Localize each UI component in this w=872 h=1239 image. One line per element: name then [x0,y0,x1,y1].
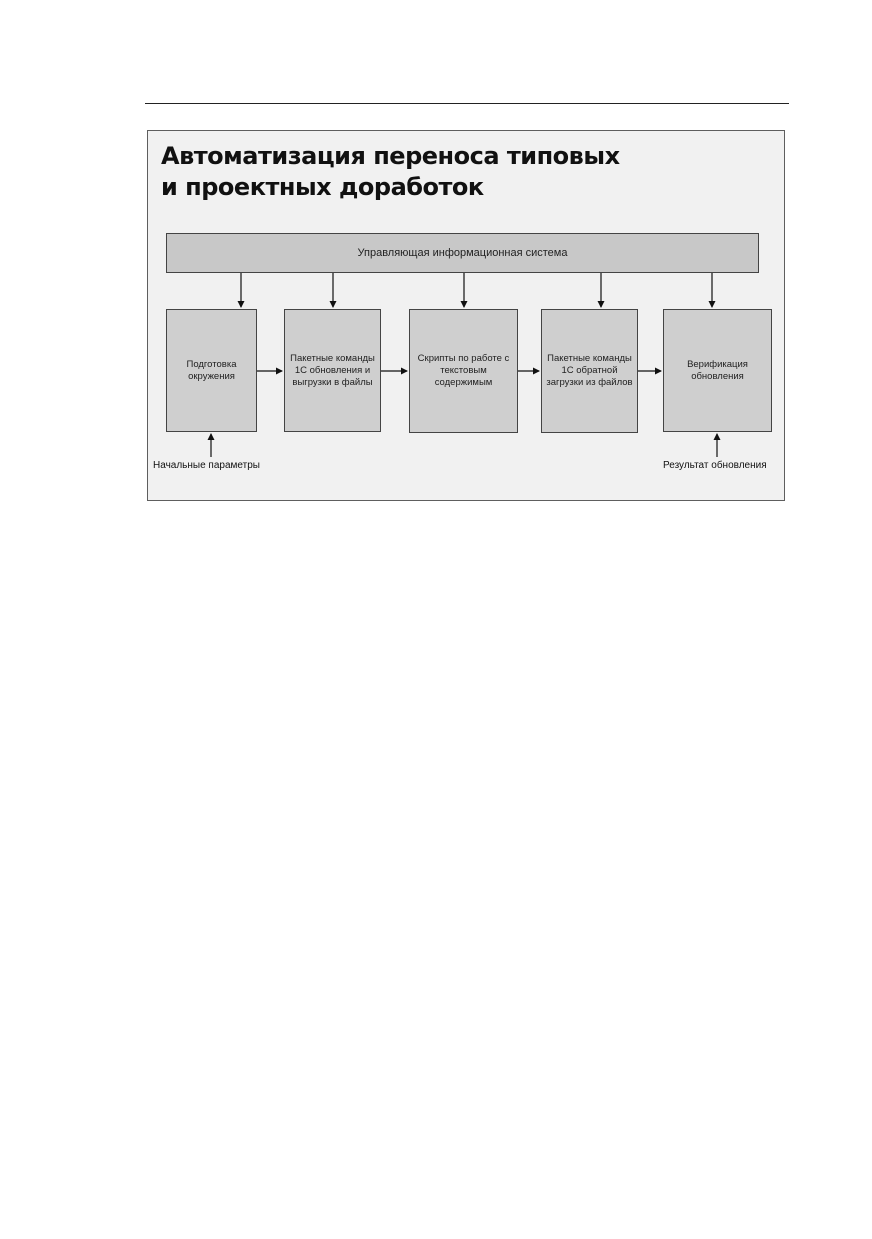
step-box-1: Подготовка окружения [166,309,257,432]
diagram-arrows [207,273,721,457]
input-label: Начальные параметры [153,460,260,471]
step-5-label: Верификация обновления [687,358,748,382]
control-system-label: Управляющая информационная система [357,247,568,259]
step-box-5: Верификация обновления [663,309,772,432]
control-system-bar: Управляющая информационная система [166,233,759,273]
step-4-label: Пакетные команды 1С обратной загрузки из… [546,353,633,388]
step-box-2: Пакетные команды 1С обновления и выгрузк… [284,309,381,432]
page-header-rule [145,103,789,104]
diagram-title-line-2: и проектных доработок [161,173,484,201]
output-label: Результат обновления [663,460,767,471]
diagram-slide: Автоматизация переноса типовых и проектн… [147,130,785,501]
step-1-label: Подготовка окружения [186,358,237,382]
step-box-3: Скрипты по работе с текстовым содержимым [409,309,518,433]
diagram-title-line-1: Автоматизация переноса типовых [161,142,620,170]
step-2-label: Пакетные команды 1С обновления и выгрузк… [290,352,375,388]
step-box-4: Пакетные команды 1С обратной загрузки из… [541,309,638,433]
diagram-title: Автоматизация переноса типовых и проектн… [161,141,620,203]
step-3-label: Скрипты по работе с текстовым содержимым [417,353,510,388]
